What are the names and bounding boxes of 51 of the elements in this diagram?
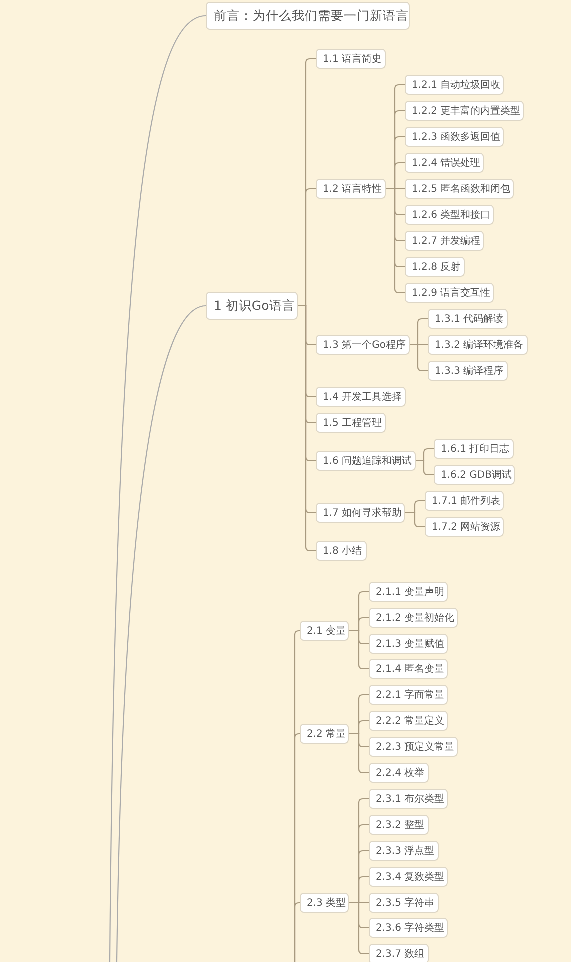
topic-box: 2.2.3 预定义常量: [369, 737, 458, 757]
branch-connector: [416, 460, 434, 476]
topic-box: 1.3.3 编译程序: [428, 361, 508, 381]
topic-box: 1 初识Go语言: [206, 292, 298, 320]
topic-box: 2.2.1 字面常量: [369, 685, 448, 705]
topic-box: 1.2.9 语言交互性: [405, 283, 494, 303]
topic-box: 1.3.1 代码解读: [428, 309, 508, 329]
topic-box: 1.2 语言特性: [316, 179, 386, 199]
topic-box: 1.2.6 类型和接口: [405, 205, 494, 225]
topic-box: 1.2.2 更丰富的内置类型: [405, 101, 524, 121]
curved-connector: [109, 15, 206, 962]
topic-box: 1.2.1 自动垃圾回收: [405, 75, 504, 95]
topic-box: 2.1 变量: [300, 621, 349, 641]
topic-box: 1.8 小结: [316, 541, 367, 561]
topic-box: 2.3.7 数组: [369, 944, 429, 962]
topic-box: 1.4 开发工具选择: [316, 387, 406, 407]
topic-box: 1.2.8 反射: [405, 257, 465, 277]
topic-box: 2.3.5 字符串: [369, 893, 439, 913]
topic-box: 1.1 语言简史: [316, 49, 386, 69]
topic-box: 2.3.6 字符类型: [369, 918, 448, 938]
topic-box: 1.2.4 错误处理: [405, 153, 484, 173]
topic-box: 2.1.1 变量声明: [369, 582, 448, 602]
topic-box: 2.3.2 整型: [369, 815, 429, 835]
topic-box: 2.3.1 布尔类型: [369, 789, 448, 809]
branch-connector: [294, 902, 300, 962]
topic-box: 1.2.3 函数多返回值: [405, 127, 504, 147]
branch-connector: [386, 188, 405, 294]
branch-connector: [298, 305, 316, 552]
topic-box: 1.7 如何寻求帮助: [316, 503, 405, 523]
topic-box: 1.7.1 邮件列表: [425, 491, 504, 511]
topic-box: 1.6 问题追踪和调试: [316, 451, 416, 471]
topic-box: 1.3 第一个Go程序: [316, 335, 410, 355]
topic-box: 1.3.2 编译环境准备: [428, 335, 528, 355]
topic-box: 2.3 类型: [300, 893, 349, 913]
topic-box: 1.6.2 GDB调试: [434, 465, 515, 485]
topic-box: 2.1.3 变量赋值: [369, 634, 448, 654]
topic-box: 1.5 工程管理: [316, 413, 386, 433]
topic-box: 2.2 常量: [300, 724, 349, 744]
topic-box: 1.2.7 并发编程: [405, 231, 484, 251]
branch-connector: [410, 344, 428, 372]
topic-box: 1.7.2 网站资源: [425, 517, 504, 537]
topic-box: 2.1.2 变量初始化: [369, 608, 458, 628]
topic-box: 2.3.4 复数类型: [369, 867, 448, 887]
topic-box: 1.2.5 匿名函数和闭包: [405, 179, 514, 199]
topic-box: 前言：为什么我们需要一门新语言: [206, 2, 410, 30]
topic-box: 2.2.2 常量定义: [369, 711, 448, 731]
topic-box: 1.6.1 打印日志: [434, 439, 514, 459]
topic-box: 2.2.4 枚举: [369, 763, 429, 783]
topic-box: 2.1.4 匿名变量: [369, 659, 448, 679]
topic-box: 2.3.3 浮点型: [369, 841, 439, 861]
curved-connector: [116, 305, 206, 962]
